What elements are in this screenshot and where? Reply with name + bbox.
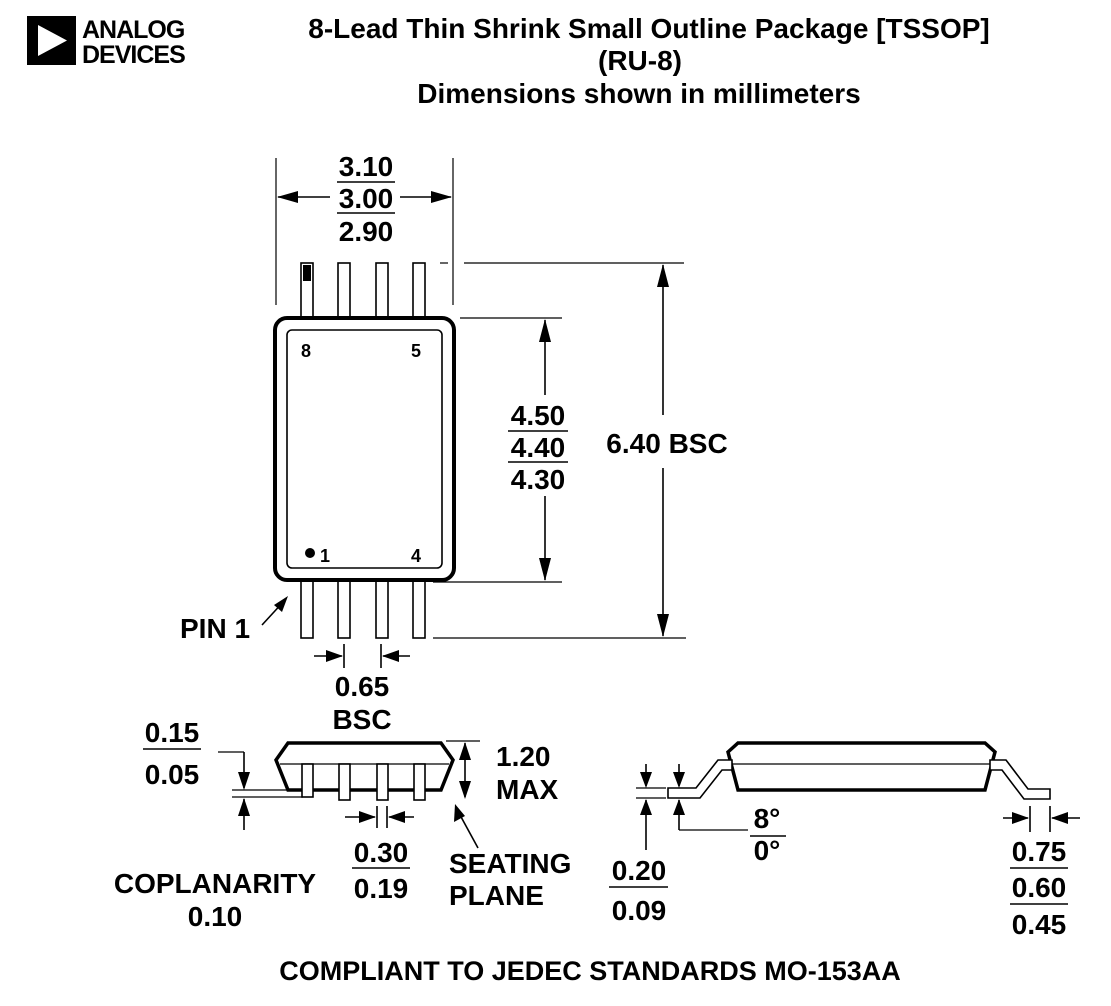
logo-text-line2: DEVICES: [82, 41, 185, 69]
lead-width-max-value: 0.30: [354, 837, 409, 868]
body-length-min-value: 4.30: [511, 464, 566, 495]
units-note: Dimensions shown in millimeters: [417, 78, 860, 109]
side-view: 0.15 0.05 1.20 MAX 0.30 0.19 SEATING PLA…: [114, 717, 572, 932]
bottom-lead: [300, 577, 314, 639]
package-body-inner: [286, 329, 443, 569]
lead-thickness-max-value: 0.20: [612, 855, 667, 886]
side-lead: [301, 763, 314, 798]
pin-label-8: 8: [301, 341, 311, 361]
foot-length-min-value: 0.45: [1012, 909, 1067, 940]
body-length-max-value: 4.50: [511, 400, 566, 431]
pin-label-1: 1: [320, 546, 330, 566]
top-view: 3.10 3.00 2.90 8 5 1 4 4.50 4.40: [180, 151, 728, 735]
coplanarity-value: 0.10: [188, 901, 243, 932]
pin1-mark: [303, 265, 311, 281]
top-lead: [375, 262, 389, 322]
logo-text-line1: ANALOG: [82, 16, 184, 44]
lead-pitch-suffix: BSC: [332, 704, 391, 735]
jedec-compliance-note: COMPLIANT TO JEDEC STANDARDS MO-153AA: [279, 956, 901, 986]
pin-label-5: 5: [411, 341, 421, 361]
end-view: 0.20 0.09 8° 0° 0.75 0.60 0.45: [609, 741, 1080, 940]
top-lead: [337, 262, 351, 322]
pin1-callout: PIN 1: [180, 613, 250, 644]
side-lead: [338, 763, 351, 801]
pin1-dot-icon: [305, 548, 315, 558]
width-min-value: 2.90: [339, 216, 394, 247]
overall-length-value: 6.40 BSC: [606, 428, 727, 459]
end-body: [726, 741, 997, 792]
pin-label-4: 4: [411, 546, 421, 566]
logo-triangle-icon: [38, 25, 67, 56]
bottom-lead: [337, 577, 351, 639]
body-length-nom-value: 4.40: [511, 432, 566, 463]
lead-angle-min-value: 0°: [754, 835, 781, 866]
width-max-value: 3.10: [339, 151, 394, 182]
foot-length-nom-value: 0.60: [1012, 872, 1067, 903]
seating-plane-label-line1: SEATING: [449, 848, 571, 879]
height-value: 1.20: [496, 741, 551, 772]
lead-width-min-value: 0.19: [354, 873, 409, 904]
page-title: 8-Lead Thin Shrink Small Outline Package…: [308, 13, 990, 44]
width-nom-value: 3.00: [339, 183, 394, 214]
top-lead: [412, 262, 426, 322]
coplanarity-label: COPLANARITY: [114, 868, 317, 899]
standoff-min-value: 0.05: [145, 759, 200, 790]
side-lead: [376, 763, 389, 801]
package-code: (RU-8): [598, 45, 682, 76]
lead-thickness-min-value: 0.09: [612, 895, 667, 926]
lead-angle-max-value: 8°: [754, 803, 781, 834]
side-lead: [413, 763, 426, 801]
foot-length-max-value: 0.75: [1012, 836, 1067, 867]
seating-plane-label-line2: PLANE: [449, 880, 544, 911]
lead-pitch-value: 0.65: [335, 671, 390, 702]
height-suffix: MAX: [496, 774, 559, 805]
bottom-lead: [412, 577, 426, 639]
right-lead: [989, 759, 1051, 800]
standoff-max-value: 0.15: [145, 717, 200, 748]
bottom-lead: [375, 577, 389, 639]
left-lead: [667, 759, 733, 799]
analog-devices-logo: ANALOG DEVICES: [27, 16, 186, 69]
